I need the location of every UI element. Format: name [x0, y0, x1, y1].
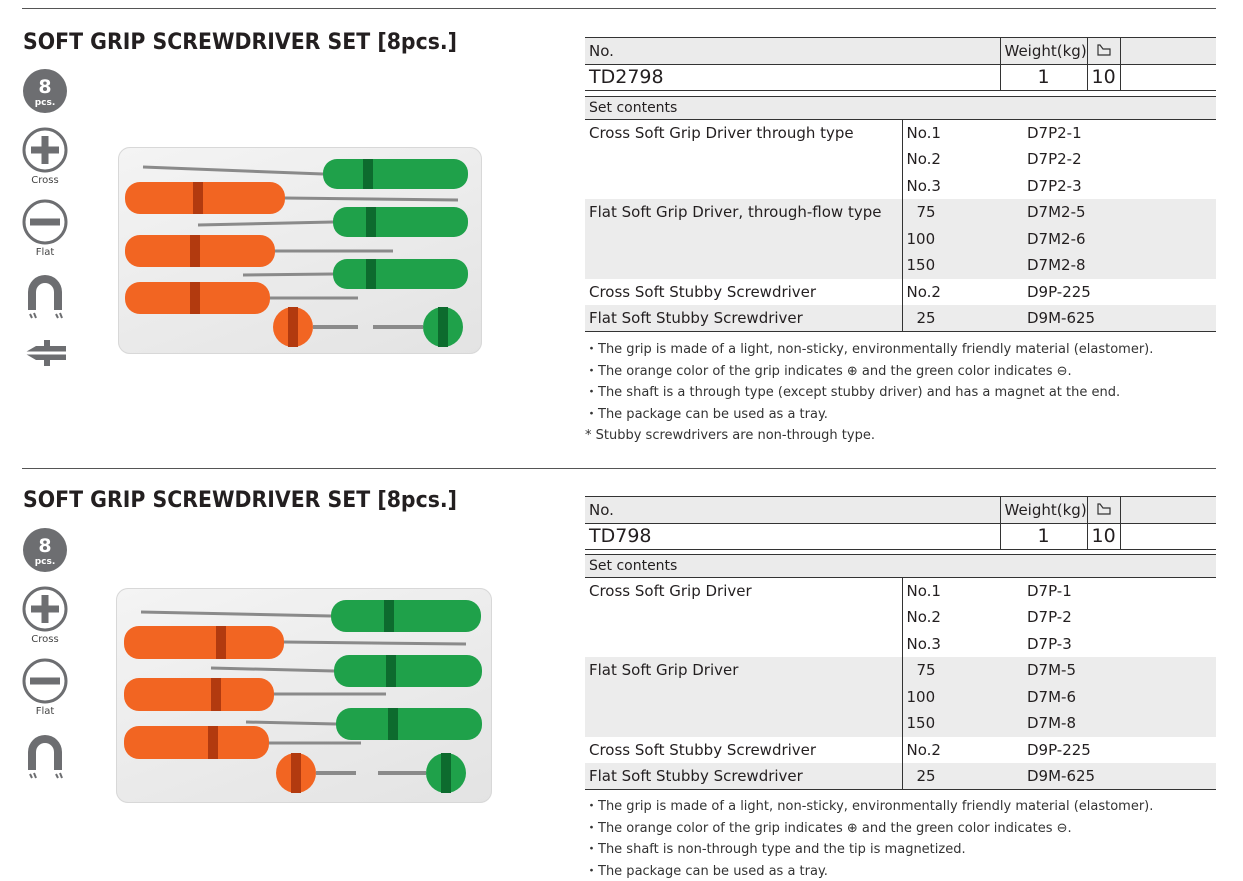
box-quantity-icon	[1086, 496, 1120, 524]
product-photo	[118, 147, 482, 354]
flat-icon: Flat	[22, 199, 68, 258]
section-divider	[22, 468, 1216, 469]
badge-number: 8	[38, 76, 51, 98]
product-spec-table: No. Weight(kg) TD798 1 10	[585, 496, 1216, 550]
note-line: ・The shaft is non-through type and the t…	[585, 842, 966, 857]
note-line: ・The grip is made of a light, non-sticky…	[585, 799, 1154, 814]
set-contents-table: Set contents Cross Soft Grip Driver thro…	[585, 96, 1217, 332]
set-contents-label: Set contents	[585, 554, 1217, 578]
flat-label: Flat	[35, 706, 55, 717]
note-line: ・The orange color of the grip indicates …	[585, 820, 1072, 836]
pieces-badge: 8 pcs.	[22, 527, 68, 577]
flat-label: Flat	[35, 247, 55, 258]
product-number: TD798	[585, 522, 1000, 550]
pieces-badge: 8 pcs.	[22, 68, 68, 118]
box-quantity-icon	[1086, 37, 1120, 65]
cross-label: Cross	[31, 634, 59, 645]
quantity-value: 10	[1086, 522, 1120, 550]
note-line: ・The orange color of the grip indicates …	[585, 363, 1072, 379]
product-title: SOFT GRIP SCREWDRIVER SET [8pcs.]	[23, 488, 458, 513]
section-divider	[22, 8, 1216, 9]
note-line: ・The shaft is a through type (except stu…	[585, 385, 1121, 400]
weight-header: Weight(kg)	[999, 37, 1087, 65]
screwdriver-set-illustration	[125, 159, 468, 347]
weight-value: 1	[999, 63, 1087, 91]
no-header: No.	[585, 37, 1000, 65]
product-notes: ・The grip is made of a light, non-sticky…	[585, 796, 1153, 881]
weight-value: 1	[999, 522, 1087, 550]
flat-icon: Flat	[22, 658, 68, 717]
screwdriver-set-illustration	[124, 600, 482, 793]
magnet-icon	[22, 730, 68, 784]
note-line: * Stubby screwdrivers are non-through ty…	[585, 428, 875, 443]
through-type-icon	[22, 336, 68, 374]
cross-icon: Cross	[22, 127, 68, 186]
set-contents-label: Set contents	[585, 96, 1217, 120]
magnet-icon	[22, 270, 68, 324]
product-number: TD2798	[585, 63, 1000, 91]
badge-number: 8	[38, 535, 51, 557]
product-notes: ・The grip is made of a light, non-sticky…	[585, 339, 1153, 447]
badge-unit: pcs.	[35, 98, 56, 108]
badge-unit: pcs.	[35, 557, 56, 567]
cross-icon: Cross	[22, 586, 68, 645]
product-title: SOFT GRIP SCREWDRIVER SET [8pcs.]	[23, 30, 458, 55]
note-line: ・The grip is made of a light, non-sticky…	[585, 342, 1154, 357]
cross-label: Cross	[31, 175, 59, 186]
no-header: No.	[585, 496, 1000, 524]
product-spec-table: No. Weight(kg) TD2798 1 10	[585, 37, 1216, 91]
weight-header: Weight(kg)	[999, 496, 1087, 524]
product-photo	[116, 588, 492, 803]
product-section-2: SOFT GRIP SCREWDRIVER SET [8pcs.] 8 pcs.…	[0, 466, 1243, 881]
note-line: ・The package can be used as a tray.	[585, 863, 828, 879]
quantity-value: 10	[1086, 63, 1120, 91]
table-row: Flat Soft Grip Driver, through-flow type…	[585, 199, 1217, 226]
note-line: ・The package can be used as a tray.	[585, 406, 828, 422]
product-section-1: SOFT GRIP SCREWDRIVER SET [8pcs.] 8 pcs.…	[22, 8, 1217, 447]
